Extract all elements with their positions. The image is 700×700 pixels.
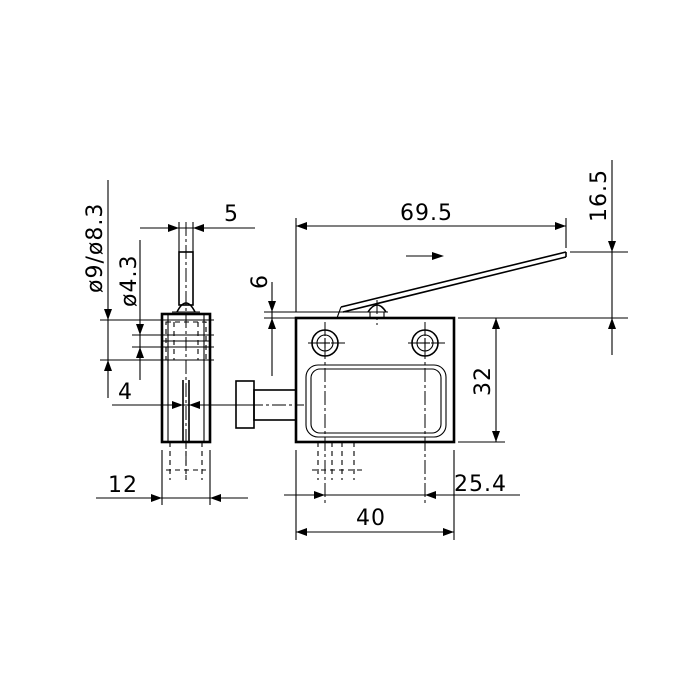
front-body xyxy=(294,316,456,444)
dim-6-label: 6 xyxy=(248,274,273,289)
dim-32: 32 xyxy=(458,318,505,443)
dim-40-label: 40 xyxy=(356,506,386,531)
dim-5: 5 xyxy=(140,202,255,252)
dim-32-label: 32 xyxy=(471,366,496,396)
dim-69-5-label: 69.5 xyxy=(400,201,453,226)
dim-12: 12 xyxy=(96,450,248,505)
dim-16-5-label: 16.5 xyxy=(587,169,612,222)
dim-16-5: 16.5 xyxy=(458,160,628,355)
front-view xyxy=(226,251,567,505)
side-view xyxy=(160,222,212,480)
dim-5-label: 5 xyxy=(224,202,239,227)
direction-arrow-icon xyxy=(406,252,444,260)
dim-25-4: 25.4 xyxy=(284,472,520,499)
dim-diam-9-83-label: ø9/ø8.3 xyxy=(83,203,108,293)
inner-window xyxy=(305,364,447,438)
dim-40: 40 xyxy=(295,450,455,540)
dim-69-5: 69.5 xyxy=(295,201,567,312)
dim-12-label: 12 xyxy=(108,473,138,498)
dim-diam-9-83: ø9/ø8.3 xyxy=(83,180,214,398)
dim-diam-4-3: ø4.3 xyxy=(117,240,214,380)
dim-diam-4-3-label: ø4.3 xyxy=(117,255,142,307)
dim-25-4-label: 25.4 xyxy=(454,472,507,497)
dim-4-label: 4 xyxy=(118,380,133,405)
side-connector xyxy=(226,380,304,429)
dim-6: 6 xyxy=(248,274,366,376)
